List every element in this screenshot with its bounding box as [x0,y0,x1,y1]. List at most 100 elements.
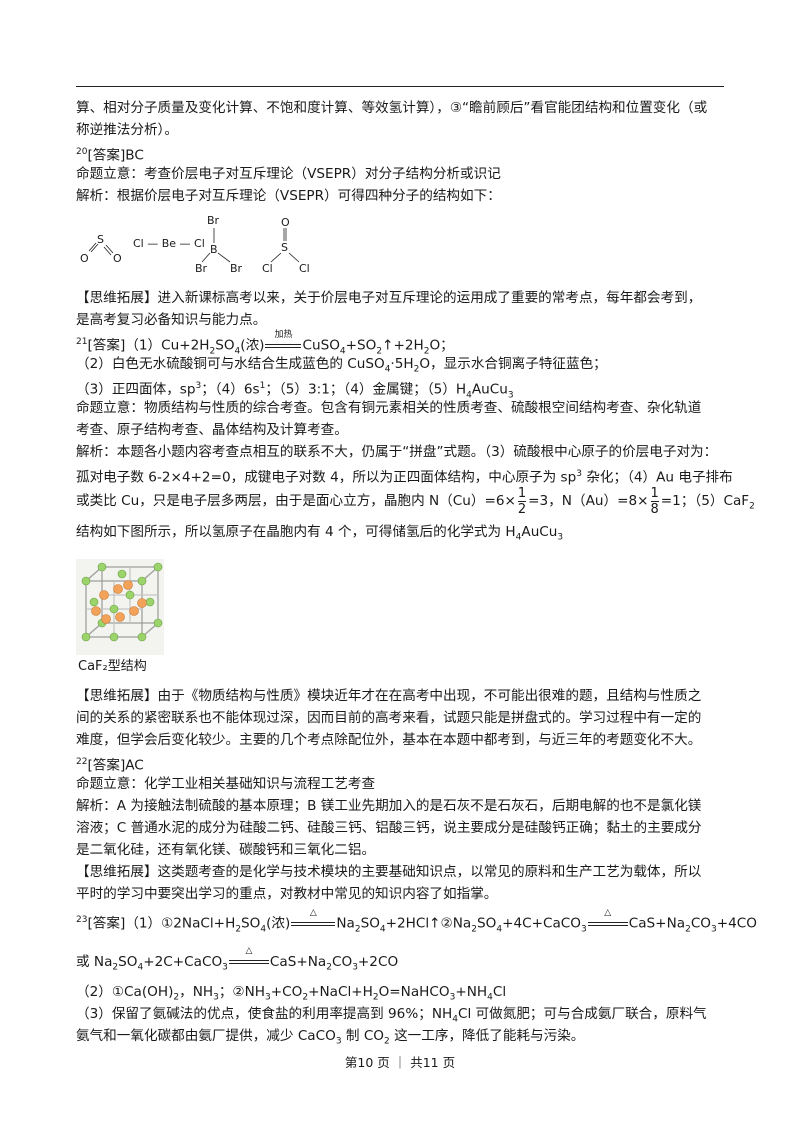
text: ；②NH [218,984,265,1000]
subscript: 4 [260,924,267,935]
heat-equals-sign: 加热 [265,330,302,356]
subscript: 2 [413,364,420,375]
text-line: 【思维拓展】进入新课标高考以来，关于价层电子对互斥理论的运用成了重要的常考点，每… [76,290,702,306]
socl2-cl: Cl [262,262,273,275]
superscript: 3 [195,381,202,391]
so2-s: S [97,233,104,246]
text: SO [118,954,138,970]
text: CO [331,954,353,970]
subscript: 2 [209,346,216,357]
subscript: 3 [507,390,514,401]
q20-answer: 20[答案]BC [76,142,736,166]
text-line: 间的关系的紧密联系也不能体现过深，因而目前的高考来看，试题只能是拼盘式的。学习过… [76,710,702,726]
socl2-o: O [281,216,290,229]
text: (浓) [266,915,291,932]
subscript: 2 [685,924,691,935]
heat-equals-sign: △ [587,908,628,934]
text: O=NaHCO [378,984,450,1000]
text: +SO [345,337,377,354]
text: ↑+2H [382,337,424,354]
text: 或 Na [76,954,113,970]
text-line: 命题立意：化学工业相关基础知识与流程工艺考查 [76,776,376,792]
subscript: 4 [384,364,391,375]
text-line: 是高考复习必备知识与能力点。 [76,312,267,328]
text-line: （3）保留了氨碱法的优点，使食盐的利用率提高到 96%；NH4Cl 可做氮肥；可… [76,1004,736,1030]
subscript: 4 [234,346,241,357]
text-line: 结构如下图所示，所以氢原子在晶胞内有 4 个，可得储氢后的化学式为 H4AuCu… [76,522,736,548]
text-line: 是二氧化硅，还有氧化镁、碳酸钙和三氧化二铝。 [76,842,376,858]
text: （3）保留了氨碱法的优点，使食盐的利用率提高到 96%；NH [76,1006,453,1022]
numerator: 1 [650,485,659,502]
subscript: 2 [302,992,309,1003]
subscript: 3 [222,962,228,973]
subscript: 2 [112,962,119,973]
socl2-cl: Cl [299,262,310,275]
q22-answer: 22[答案]AC [76,752,736,776]
text: +CO [270,984,303,1000]
text: CO [690,915,712,932]
heat-equals-sign: △ [228,946,269,972]
text: 结构如下图所示，所以氢原子在晶胞内有 4 个，可得储氢后的化学式为 H [76,524,516,540]
crystal-lattice [81,562,163,642]
text: +2CO [357,954,399,970]
text-line: 命题立意：考查价层电子对互斥理论（VSEPR）对分子结构分析或识记 [76,166,501,182]
heat-equals-sign: △ [291,908,336,934]
subscript: 2 [326,962,332,973]
text: =3，N（Au）=8× [528,493,649,509]
text: AuCu [471,381,508,398]
subscript: 4 [452,1014,458,1025]
text: =1；（5）CaF [660,493,750,509]
text: CaS+Na [628,915,686,932]
text-line: 难度，但学会后变化较少。主要的几个考点除配位外，基本在本题中都考到，与近三年的考… [76,732,702,748]
subscript: 4 [496,924,503,935]
text: Cl 可做氮肥；可与合成氨厂联合，原料气 [457,1006,707,1022]
subscript: 3 [711,924,717,935]
subscript: 4 [379,924,386,935]
subscript: 4 [339,346,346,357]
subscript: 3 [335,1036,342,1047]
text: Cl [492,984,507,1000]
text-line: 解析：根据价层电子对互斥理论（VSEPR）可得四种分子的结构如下： [76,188,501,204]
text-line: 算、相对分子质量及变化计算、不饱和度计算、等效氢计算），③“瞻前顾后”看官能团结… [76,100,708,116]
subscript: 2 [372,992,379,1003]
header-rule [76,86,724,87]
text-line: （2）白色无水硫酸铜可与水结合生成蓝色的 CuSO4·5H2O，显示水合铜离子特… [76,354,736,380]
page-footer: 第10 页 ｜ 共11 页 [344,1055,456,1070]
figure-caption: CaF₂型结构 [78,659,147,674]
denominator: 2 [517,501,527,517]
text: [答案]（1）①2NaCl+H [87,915,236,932]
text-line: 氨气和一氧化碳都由氨厂提供，减少 CaCO3 制 CO2 这一工序，降低了能耗与… [76,1026,736,1052]
text-line: 溶液；C 普通水泥的成分为硅酸二钙、硅酸三钙、铝酸三钙，说主要成分是硅酸钙正确；… [76,820,702,836]
so2-o: O [113,252,122,265]
question-number: 20 [76,147,88,157]
text-line: 解析：A 为接触法制硫酸的基本原理；B 镁工业先期加入的是石灰不是石灰石，后期电… [76,798,702,814]
question-number: 22 [76,757,88,767]
bbr3-br: Br [195,262,208,275]
denominator: 8 [650,501,659,517]
text: +NH [455,984,488,1000]
question-number: 23 [76,915,88,925]
text: SO [241,915,261,932]
text: CaS+Na [269,954,327,970]
superscript: 1 [259,381,266,391]
socl2-s: S [281,241,288,254]
text: [答案]（1）Cu+2H [87,337,210,354]
text-line: 考查、原子结构考查、晶体结构及计算考查。 [76,422,348,438]
text: ·5H [390,356,414,372]
heat-label: 加热 [274,329,293,340]
numerator: 1 [517,485,527,502]
text-line: 或 Na2SO4+2C+CaCO3△CaS+Na2CO3+2CO [76,946,736,978]
subscript: 4 [487,992,493,1003]
text: （3）正四面体，sp [76,381,196,398]
text: AuCu [521,524,558,540]
delta-label: △ [309,907,317,918]
text: ，NH [179,984,214,1000]
subscript: 4 [466,390,472,401]
text: ；（5）3:1；（4）金属键；（5）H [265,381,467,398]
text: SO [360,915,380,932]
answer-text: [答案]BC [87,147,144,164]
superscript: 3 [576,469,582,479]
text-line: （2）①Ca(OH)2，NH3；②NH3+CO2+NaCl+H2O=NaHCO3… [76,982,736,1008]
